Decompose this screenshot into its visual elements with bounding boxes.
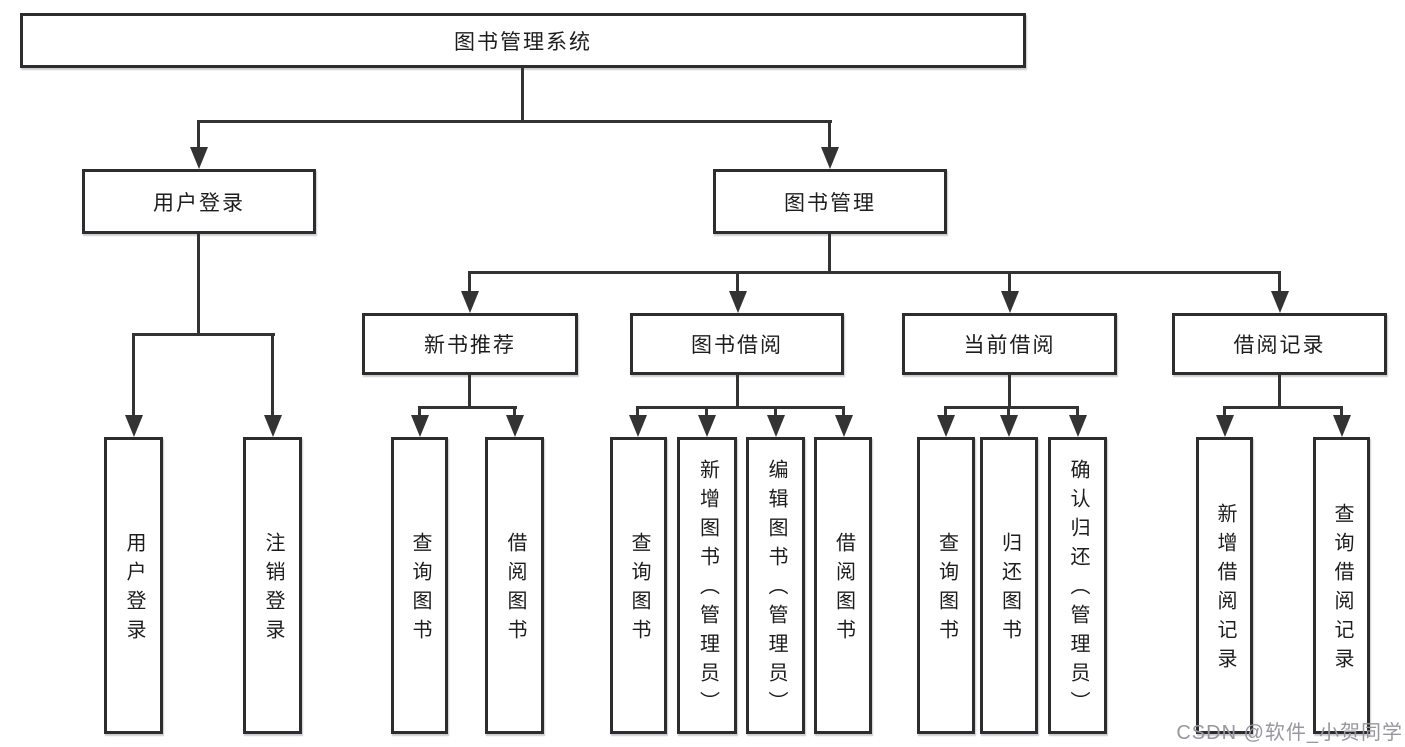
node-book-borrowing: 图书借阅: [630, 313, 844, 375]
arrow-to-book-borrowing: [736, 271, 739, 291]
leaf-confirm-return-admin: 确认归还（管理员）: [1048, 437, 1107, 734]
leaf-label: 确认归还（管理员）: [1067, 459, 1089, 720]
arrow-to-user-login: [197, 120, 200, 147]
leaf-label: 归还图书: [998, 531, 1021, 648]
arrow-to-leaf-query-books-borrowing: [636, 406, 639, 415]
arrow-to-leaf-edit-books-admin: [774, 406, 777, 415]
leaf-query-books-borrowing: 查询图书: [610, 437, 667, 734]
connector-stem-borrowing-records: [1278, 375, 1281, 409]
node-book-management: 图书管理: [713, 169, 947, 234]
connector-bar-user-login: [132, 333, 275, 336]
arrow-to-borrowing-records: [1278, 271, 1281, 291]
arrow-to-leaf-query-books-recommend: [418, 406, 421, 415]
node-label: 图书管理系统: [454, 30, 592, 54]
connector-bar-borrowing-records: [1223, 406, 1343, 409]
arrow-to-leaf-add-borrow-record: [1223, 406, 1226, 415]
node-label: 图书借阅: [691, 334, 783, 357]
node-label: 借阅记录: [1233, 334, 1326, 357]
node-label: 当前借阅: [963, 334, 1056, 357]
connector-stem-user-login: [197, 234, 200, 336]
node-current-borrowing: 当前借阅: [902, 313, 1117, 375]
leaf-add-borrow-record: 新增借阅记录: [1196, 437, 1253, 734]
leaf-query-borrow-record: 查询借阅记录: [1313, 437, 1370, 734]
node-library-management-system: 图书管理系统: [20, 13, 1026, 68]
leaf-label: 借阅图书: [832, 531, 855, 648]
arrow-to-leaf-user-login: [132, 333, 135, 415]
leaf-logout: 注销登录: [243, 437, 302, 734]
leaf-edit-books-admin: 编辑图书（管理员）: [746, 437, 805, 734]
connector-bar-book-borrowing: [636, 406, 845, 409]
node-label: 用户登录: [153, 191, 245, 215]
leaf-query-books-current: 查询图书: [917, 437, 975, 734]
arrow-to-leaf-logout: [271, 333, 274, 415]
connector-bar-current-borrowing: [944, 406, 1079, 409]
leaf-query-books-recommend: 查询图书: [391, 437, 448, 734]
connector-bar-level3: [468, 271, 1281, 274]
leaf-label: 用户登录: [123, 531, 145, 648]
connector-stem-book-borrowing: [736, 375, 739, 409]
arrow-to-leaf-query-books-current: [944, 406, 947, 415]
arrow-to-leaf-add-books-admin: [705, 406, 708, 415]
node-new-book-recommend: 新书推荐: [362, 313, 578, 375]
leaf-label: 查询图书: [935, 531, 958, 648]
connector-stem-new-book-recommend: [468, 375, 471, 409]
leaf-label: 注销登录: [262, 531, 284, 648]
arrow-to-new-book-recommend: [468, 271, 471, 291]
arrow-to-leaf-return-books: [1007, 406, 1010, 415]
node-label: 新书推荐: [424, 334, 516, 357]
leaf-add-books-admin: 新增图书（管理员）: [677, 437, 737, 734]
leaf-borrow-books-borrowing: 借阅图书: [814, 437, 872, 734]
leaf-return-books: 归还图书: [980, 437, 1038, 734]
connector-stem-book-management: [828, 234, 831, 274]
connector-stem-current-borrowing: [1008, 375, 1011, 409]
leaf-label: 编辑图书（管理员）: [765, 459, 787, 720]
connector-bar-level2: [198, 120, 832, 123]
csdn-watermark: CSDN @软件_小贺同学: [1176, 722, 1403, 744]
node-borrowing-records: 借阅记录: [1172, 313, 1387, 375]
connector-bar-new-book-recommend: [418, 406, 517, 409]
leaf-label: 查询借阅记录: [1331, 502, 1353, 677]
connector-stem-root: [521, 68, 524, 123]
leaf-label: 查询图书: [628, 531, 650, 648]
arrow-to-leaf-borrow-books-borrowing: [842, 406, 845, 415]
node-label: 图书管理: [784, 191, 876, 215]
arrow-to-leaf-query-borrow-record: [1340, 406, 1343, 415]
leaf-label: 借阅图书: [504, 531, 526, 648]
leaf-borrow-books-recommend: 借阅图书: [485, 437, 544, 734]
leaf-label: 新增图书（管理员）: [696, 459, 719, 720]
arrow-to-book-management: [828, 120, 831, 147]
node-user-login: 用户登录: [82, 169, 316, 234]
leaf-label: 新增借阅记录: [1214, 502, 1236, 677]
arrow-to-leaf-borrow-books-recommend: [513, 406, 516, 415]
arrow-to-leaf-confirm-return-admin: [1076, 406, 1079, 415]
arrow-to-current-borrowing: [1008, 271, 1011, 291]
leaf-label: 查询图书: [409, 531, 431, 648]
leaf-user-login: 用户登录: [104, 437, 163, 734]
